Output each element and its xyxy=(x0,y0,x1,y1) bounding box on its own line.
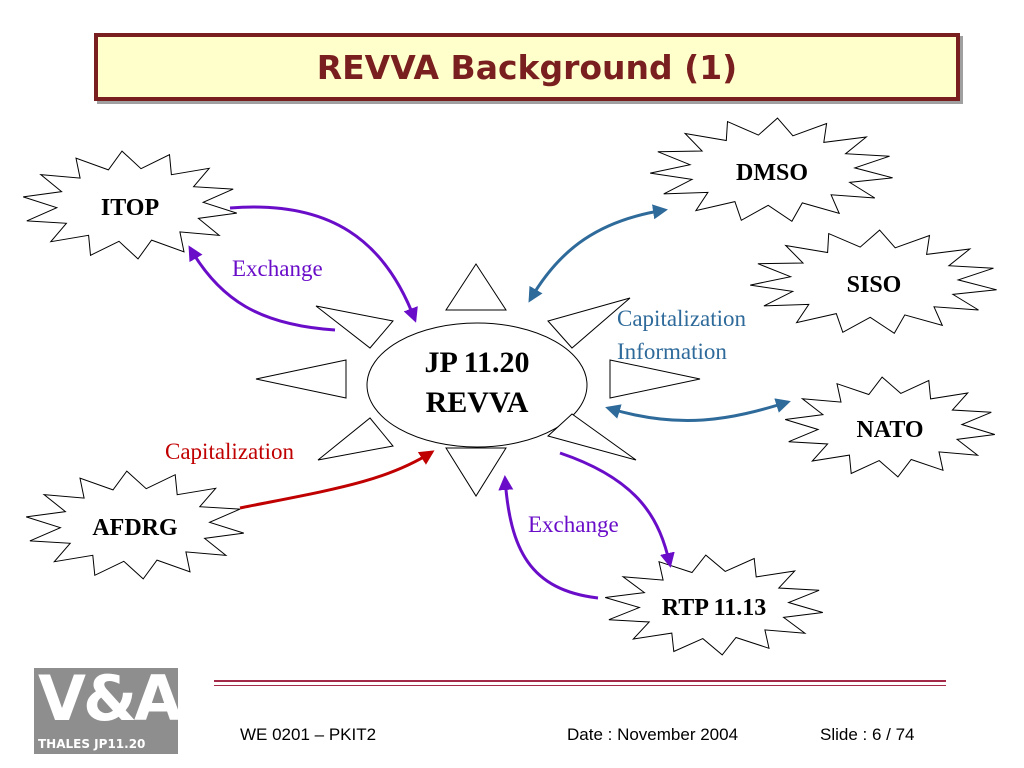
footer-rule-top xyxy=(214,680,946,682)
node-nato-label: NATO xyxy=(856,417,923,443)
label-capitalization-info-2: Information xyxy=(617,339,727,364)
ray-top-left xyxy=(315,305,394,349)
arrow-nato-revva xyxy=(605,398,791,423)
node-itop: ITOP xyxy=(23,150,237,260)
ray-top xyxy=(445,263,507,311)
center-line2: REVVA xyxy=(426,386,529,419)
footer-slide-number: Slide : 6 / 74 xyxy=(820,725,915,744)
ray-left xyxy=(255,359,347,399)
ray-bottom-right xyxy=(546,413,637,461)
node-afdrg: AFDRG xyxy=(26,470,244,580)
ray-top-right xyxy=(547,297,631,349)
arrow-revva-to-rtp xyxy=(559,451,675,568)
arrow-dmso-revva xyxy=(528,204,668,303)
label-capitalization-info-1: Capitalization xyxy=(617,306,747,331)
title-box: REVVA Background (1) xyxy=(94,33,960,101)
ray-right xyxy=(609,359,701,399)
label-exchange-bottom: Exchange xyxy=(528,512,619,537)
arrow-revva-to-itop xyxy=(188,245,336,332)
slide-title: REVVA Background (1) xyxy=(316,47,738,87)
logo: V&A THALES JP11.20 xyxy=(34,662,182,754)
label-exchange-top: Exchange xyxy=(232,256,323,281)
center-rays xyxy=(255,263,701,497)
node-dmso: DMSO xyxy=(650,117,893,223)
node-siso-label: SISO xyxy=(847,272,902,298)
label-capitalization-left: Capitalization xyxy=(165,439,295,464)
footer-course: WE 0201 – PKIT2 xyxy=(240,725,377,744)
logo-mark: V&A xyxy=(38,662,182,735)
node-siso: SISO xyxy=(750,229,997,335)
node-rtp: RTP 11.13 xyxy=(605,554,823,656)
footer-date: Date : November 2004 xyxy=(567,725,739,744)
node-rtp-label: RTP 11.13 xyxy=(662,595,767,621)
arrow-afdrg-to-revva xyxy=(239,450,435,510)
arrows xyxy=(188,204,791,600)
arrow-rtp-to-revva xyxy=(498,475,599,600)
center-node: JP 11.20 REVVA xyxy=(366,322,588,448)
node-nato: NATO xyxy=(785,376,995,478)
center-line1: JP 11.20 xyxy=(424,346,529,379)
node-afdrg-label: AFDRG xyxy=(92,515,178,541)
ray-bottom-left xyxy=(317,417,394,461)
logo-caption: THALES JP11.20 xyxy=(38,737,146,751)
node-itop-label: ITOP xyxy=(101,195,159,221)
node-dmso-label: DMSO xyxy=(736,160,808,186)
footer-rule-bottom xyxy=(214,685,946,686)
arrow-itop-to-revva xyxy=(229,205,418,323)
ray-bottom xyxy=(445,447,507,497)
